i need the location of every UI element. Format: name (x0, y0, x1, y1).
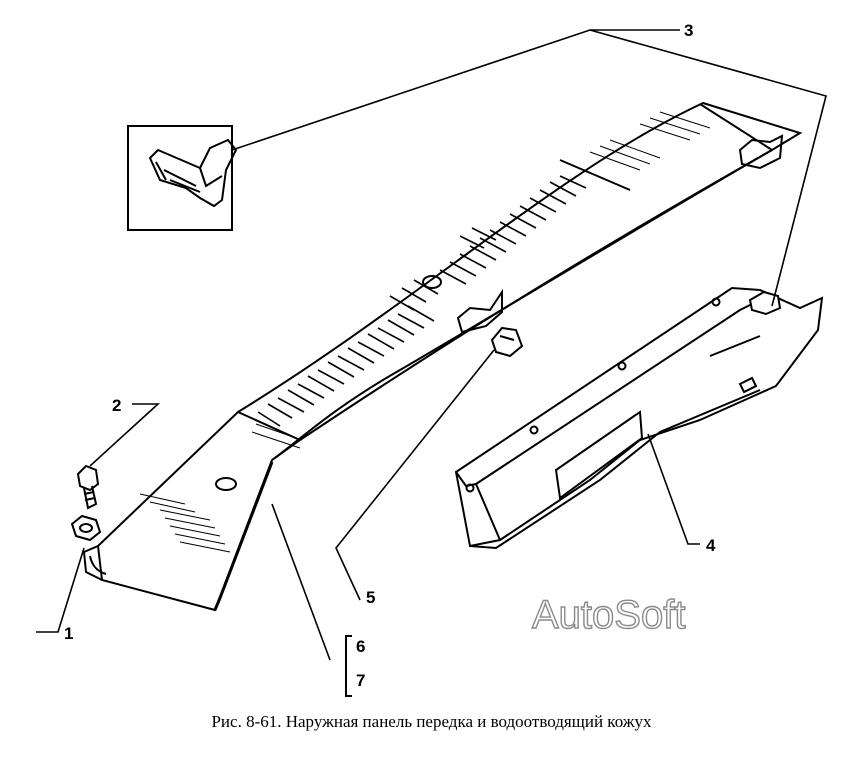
callout-3: 3 (684, 21, 693, 40)
watermark: AutoSoft (532, 593, 685, 637)
clip-detail-inset (127, 125, 238, 231)
callout-6: 6 (356, 637, 365, 656)
callout-1: 1 (64, 624, 73, 643)
bracket-6-7 (345, 635, 352, 697)
figure-caption: Рис. 8-61. Наружная панель передка и вод… (211, 712, 652, 731)
water-drain-cover (454, 286, 824, 550)
fasteners (70, 290, 782, 542)
callout-5: 5 (366, 588, 375, 607)
outer-front-panel (82, 101, 803, 612)
callout-4: 4 (706, 536, 716, 555)
callout-7: 7 (356, 671, 365, 690)
leader-lines (36, 29, 827, 661)
callout-2: 2 (112, 396, 121, 415)
